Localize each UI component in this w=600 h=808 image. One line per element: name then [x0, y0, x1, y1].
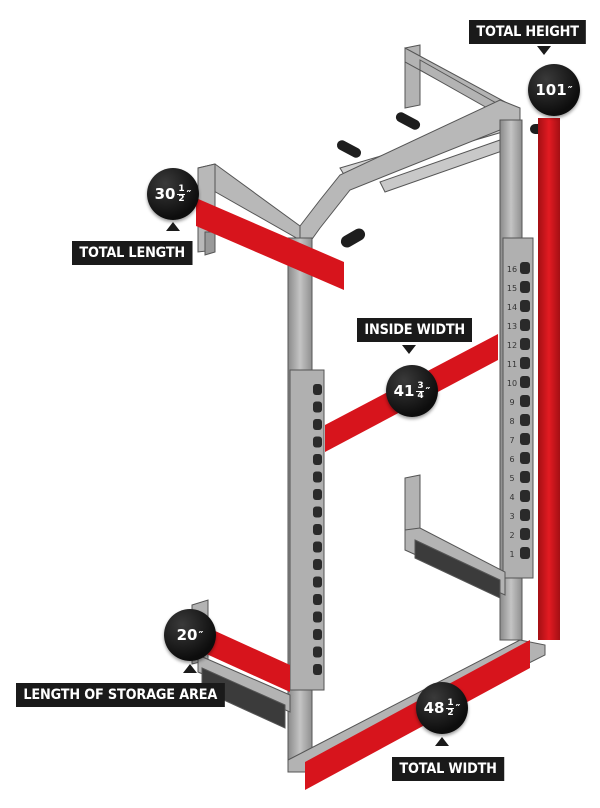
hole-number: 1: [509, 550, 514, 559]
hole-slot: [520, 376, 530, 388]
hole-slot: [520, 281, 530, 293]
hole-number: 11: [507, 360, 517, 369]
storage-arm-back: [404, 474, 506, 599]
hole-slot: [520, 262, 530, 274]
total-height-value: 101: [535, 81, 567, 99]
total-height-pointer: [537, 46, 551, 55]
hole-number: 16: [507, 265, 517, 274]
storage-length-value: 20: [176, 626, 198, 644]
hole-number: 7: [509, 436, 514, 445]
hole-slot: [313, 664, 322, 675]
hole-slot: [313, 611, 322, 623]
inch-mark: ″: [567, 83, 573, 97]
storage-length-label: LENGTH OF STORAGE AREA: [16, 683, 225, 707]
hole-slot: [313, 646, 322, 658]
hole-slot: [520, 528, 530, 540]
hole-slot: [313, 454, 322, 465]
hole-slot: [313, 471, 322, 483]
inside-width-pointer: [402, 345, 416, 354]
total-height-label: TOTAL HEIGHT: [469, 20, 587, 44]
hole-slot: [520, 395, 530, 407]
hole-slot: [520, 357, 530, 369]
hole-number: 8: [509, 417, 514, 426]
hole-slot: [313, 541, 322, 553]
total-length-pointer: [166, 222, 180, 231]
hole-slot: [520, 490, 530, 502]
hole-slot: [520, 433, 530, 445]
hole-slot: [313, 384, 322, 395]
hole-number: 2: [509, 531, 514, 540]
total-height-band: [538, 118, 560, 640]
inside-width-value: 41: [393, 382, 415, 400]
hole-slot: [520, 452, 530, 464]
total-width-pointer: [435, 737, 449, 746]
hole-slot: [520, 300, 530, 312]
left-upright: [287, 237, 325, 769]
hole-slot: [313, 436, 322, 448]
storage-length-badge: 20″: [164, 609, 216, 661]
right-upright-holes: [520, 262, 530, 559]
hole-number: 13: [507, 322, 517, 331]
hole-number: 10: [507, 379, 517, 388]
total-length-value: 30: [154, 185, 176, 203]
hole-slot: [313, 629, 322, 640]
hole-slot: [313, 559, 322, 570]
hole-number: 6: [509, 455, 514, 464]
hole-slot: [520, 547, 530, 559]
hole-number: 12: [507, 341, 517, 350]
storage-length-band: [202, 625, 290, 692]
total-width-label: TOTAL WIDTH: [392, 757, 505, 781]
right-upright: [499, 119, 534, 641]
total-height-badge: 101″: [528, 64, 580, 116]
hole-slot: [313, 576, 322, 588]
hole-slot: [313, 594, 322, 605]
hole-number: 14: [507, 303, 517, 312]
hole-slot: [520, 471, 530, 483]
hole-slot: [520, 338, 530, 350]
hole-slot: [313, 401, 322, 413]
hole-number-labels: 16 15 14 13 12 11 10 9 8 7 6 5 4 3 2 1: [507, 265, 517, 559]
hole-number: 9: [509, 398, 514, 407]
total-width-value: 48: [423, 699, 445, 717]
left-upright-holes: [313, 384, 322, 675]
hole-number: 4: [509, 493, 514, 502]
hole-slot: [520, 414, 530, 426]
hole-number: 3: [509, 512, 514, 521]
hole-number: 15: [507, 284, 517, 293]
inside-width-label: INSIDE WIDTH: [357, 318, 473, 342]
hole-slot: [313, 524, 322, 535]
total-length-band: [196, 198, 344, 290]
hole-slot: [520, 319, 530, 331]
hole-slot: [520, 509, 530, 521]
storage-length-pointer: [183, 664, 197, 673]
hole-slot: [313, 506, 322, 518]
hole-slot: [313, 489, 322, 500]
hole-slot: [313, 419, 322, 430]
hole-number: 5: [509, 474, 514, 483]
total-length-label: TOTAL LENGTH: [72, 241, 193, 265]
